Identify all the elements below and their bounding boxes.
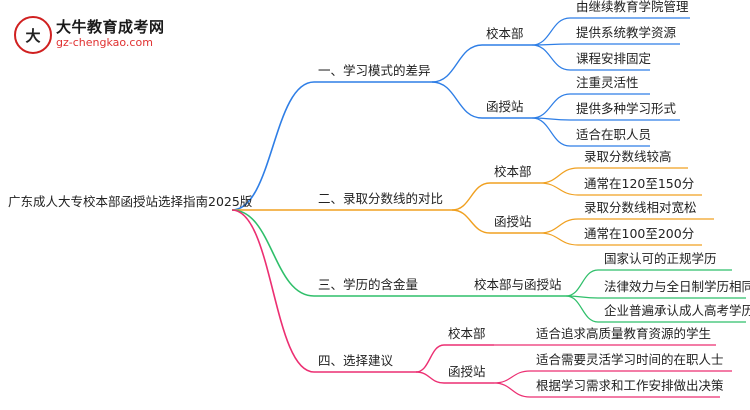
leaf-topic: 录取分数线相对宽松 xyxy=(584,200,697,215)
sub-topic: 函授站 xyxy=(486,99,524,114)
sub-connector xyxy=(451,182,491,211)
sub-topic: 校本部 xyxy=(486,26,524,41)
leaf-topic: 企业普遍承认成人高考学历 xyxy=(604,303,750,318)
sub-topic: 函授站 xyxy=(448,364,486,379)
branch-connector xyxy=(231,81,315,211)
leaf-topic: 国家认可的正规学历 xyxy=(604,251,717,266)
branch-connector xyxy=(231,209,315,297)
branch-topic: 一、学习模式的差异 xyxy=(318,63,431,78)
leaf-topic: 由继续教育学院管理 xyxy=(576,0,689,14)
branch-topic: 四、选择建议 xyxy=(318,353,394,368)
leaf-connector xyxy=(539,167,579,184)
leaf-connector xyxy=(539,232,579,246)
leaf-connector xyxy=(493,382,531,398)
leaf-topic: 通常在120至150分 xyxy=(584,176,695,191)
leaf-connector xyxy=(565,295,599,323)
site-logo: 大 大牛教育成考网 gz-chengkao.com xyxy=(14,12,164,54)
leaf-connector xyxy=(531,17,571,46)
sub-connector xyxy=(431,81,483,119)
leaf-topic: 提供多种学习形式 xyxy=(576,101,677,116)
leaf-topic: 课程安排固定 xyxy=(576,51,652,66)
branch-connector xyxy=(231,209,315,373)
leaf-connector xyxy=(493,370,531,384)
leaf-connector xyxy=(565,269,599,297)
leaf-topic: 法律效力与全日制学历相同 xyxy=(604,279,750,294)
leaf-connector xyxy=(539,182,579,196)
leaf-topic: 通常在100至200分 xyxy=(584,226,695,241)
leaf-topic: 适合需要灵活学习时间的在职人士 xyxy=(536,352,724,367)
leaf-connector xyxy=(539,218,579,234)
sub-connector xyxy=(415,371,445,384)
sub-connector xyxy=(415,344,445,373)
leaf-connector xyxy=(531,117,571,147)
logo-url: gz-chengkao.com xyxy=(56,36,153,49)
sub-connector xyxy=(431,44,483,83)
sub-connector xyxy=(451,209,491,234)
sub-topic: 函授站 xyxy=(494,214,532,229)
logo-title: 大牛教育成考网 xyxy=(56,18,165,36)
leaf-topic: 适合在职人员 xyxy=(576,127,652,142)
logo-badge-icon: 大 xyxy=(14,16,52,54)
leaf-connector xyxy=(531,44,571,71)
leaf-connector xyxy=(531,93,571,119)
sub-topic: 校本部 xyxy=(448,326,486,341)
branch-topic: 二、录取分数线的对比 xyxy=(318,191,444,206)
branch-topic: 三、学历的含金量 xyxy=(318,277,419,292)
leaf-topic: 提供系统教学资源 xyxy=(576,25,677,40)
leaf-topic: 录取分数线较高 xyxy=(584,149,672,164)
sub-topic: 校本部与函授站 xyxy=(474,277,562,292)
leaf-topic: 根据学习需求和工作安排做出决策 xyxy=(536,378,724,393)
root-topic: 广东成人大专校本部函授站选择指南2025版 xyxy=(8,194,253,209)
leaf-topic: 适合追求高质量教育资源的学生 xyxy=(536,326,712,341)
leaf-topic: 注重灵活性 xyxy=(576,75,639,90)
sub-topic: 校本部 xyxy=(494,164,532,179)
